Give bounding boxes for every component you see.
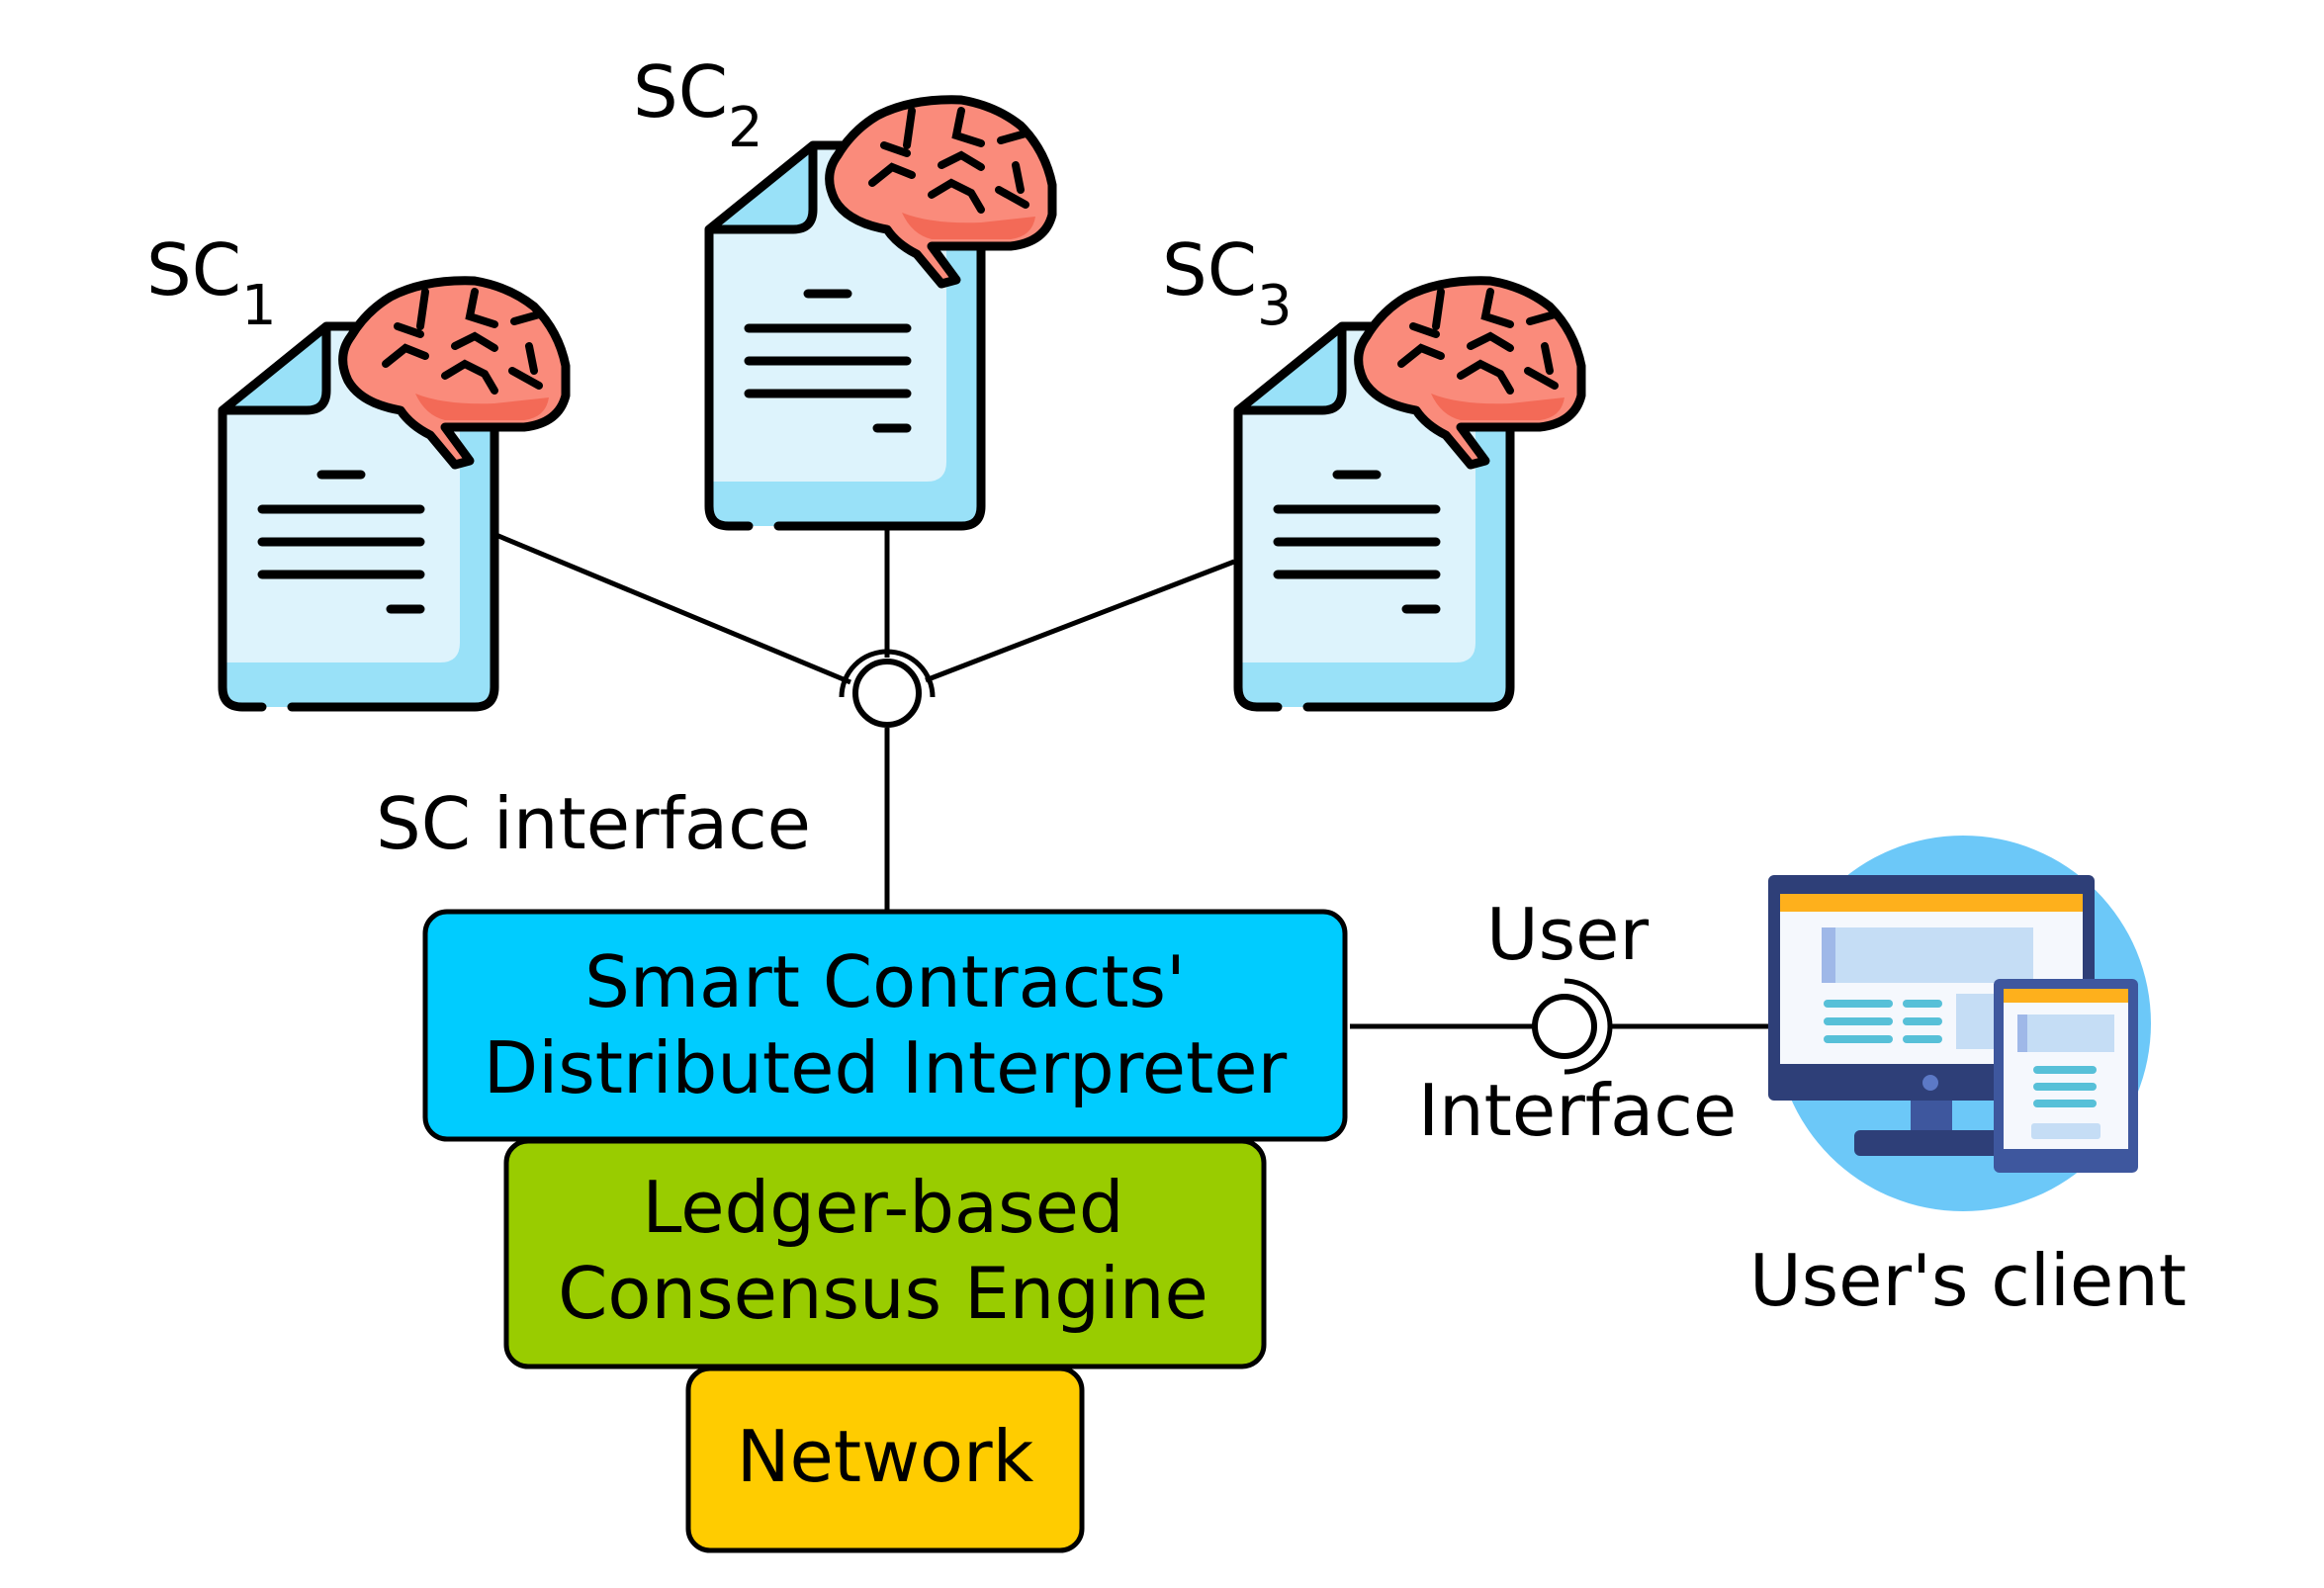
sc-interface-symbol: [839, 649, 936, 728]
sc-interface-socket: [839, 649, 936, 698]
network-layer: Network: [685, 1366, 1085, 1553]
smart-contract-2: [709, 100, 1070, 526]
sc1-label: SC1: [146, 228, 277, 338]
line-sc3: [925, 559, 1235, 683]
user-interface-symbol: [1532, 978, 1613, 1075]
smart-contract-1: [223, 281, 583, 707]
sc2-label: SC2: [633, 50, 763, 160]
consensus-line2: Consensus Engine: [558, 1252, 1208, 1335]
sc-interface-label: SC interface: [376, 782, 811, 865]
connector-lines: [486, 521, 1792, 1029]
line-sc1: [486, 528, 851, 685]
user-interface-line1: User: [1486, 893, 1650, 976]
interpreter-layer: Smart Contracts' Distributed Interpreter: [422, 909, 1348, 1142]
client-label: User's client: [1749, 1239, 2187, 1322]
sc-interface-ball: [852, 659, 922, 728]
interpreter-line1: Smart Contracts': [584, 940, 1186, 1023]
user-interface-ball: [1532, 994, 1597, 1059]
network-box: [685, 1366, 1085, 1553]
consensus-line1: Ledger-based: [642, 1166, 1123, 1249]
sc3-label: SC3: [1162, 228, 1293, 338]
client-illustration: User's client: [1749, 836, 2187, 1322]
user-interface-socket: [1564, 978, 1613, 1075]
consensus-layer: Ledger-based Consensus Engine: [503, 1138, 1267, 1369]
tablet-icon: [1994, 979, 2138, 1173]
network-label: Network: [737, 1415, 1034, 1498]
interpreter-line2: Distributed Interpreter: [484, 1026, 1288, 1109]
user-interface-line2: Interface: [1418, 1069, 1737, 1152]
smart-contract-3: [1238, 281, 1599, 707]
